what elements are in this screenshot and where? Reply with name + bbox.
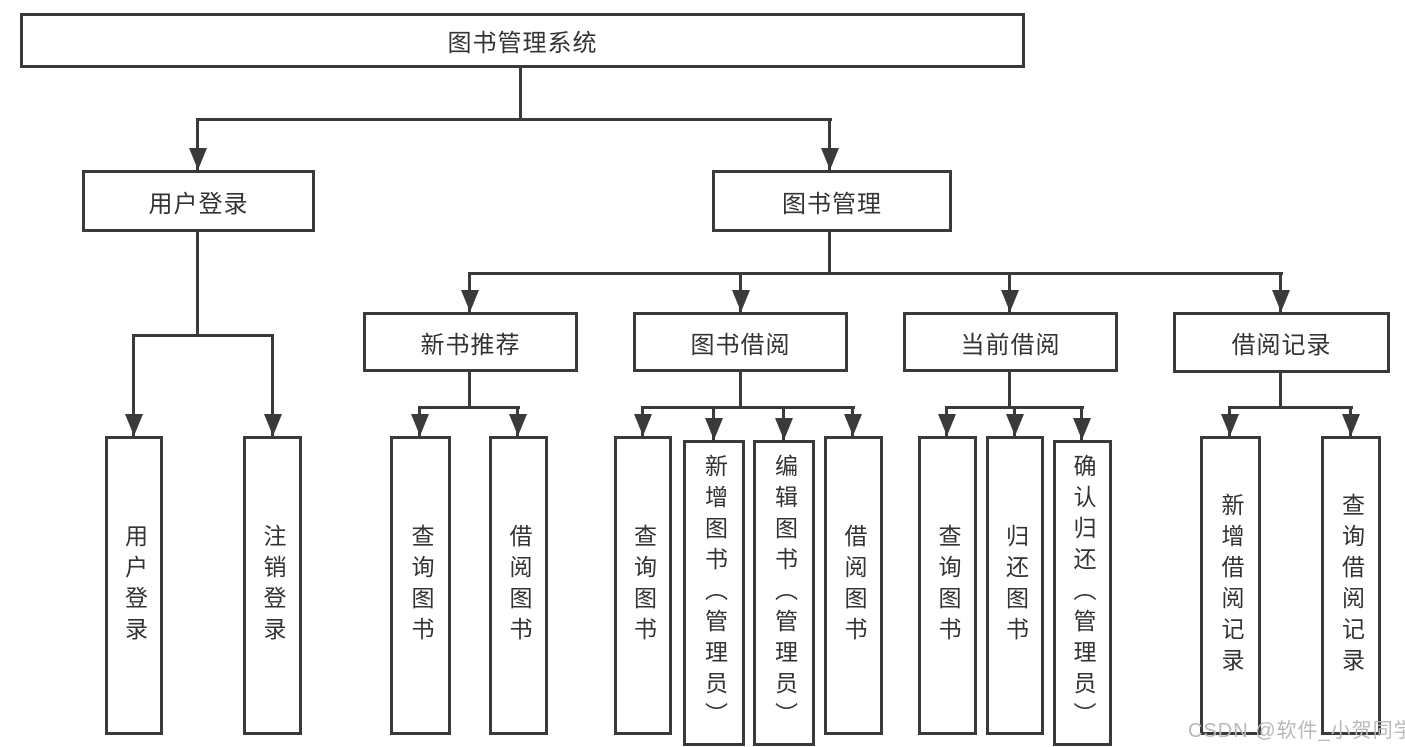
leaf-label: 借阅图书 <box>841 523 867 648</box>
leaf-edit-book-admin: 编辑图书（管理员） <box>753 440 815 746</box>
leaf-label: 确认归还（管理员） <box>1070 453 1096 733</box>
arrow-down-icon <box>938 414 956 436</box>
arrow-down-icon <box>1073 418 1091 440</box>
arrow-down-icon <box>189 148 207 170</box>
connector-line <box>468 372 471 409</box>
leaf-label: 归还图书 <box>1002 523 1029 648</box>
node-label: 用户登录 <box>148 190 249 218</box>
leaf-add-borrow-record: 新增借阅记录 <box>1200 436 1261 735</box>
node-label: 图书管理系统 <box>447 30 598 57</box>
arrow-down-icon <box>461 290 479 312</box>
arrow-down-icon <box>1221 414 1239 436</box>
arrow-down-icon <box>509 414 527 436</box>
arrow-down-icon <box>125 414 143 436</box>
node-borrow-records: 借阅记录 <box>1173 312 1390 373</box>
leaf-user-login: 用户登录 <box>105 436 163 735</box>
connector-line <box>196 232 199 337</box>
arrow-down-icon <box>1272 290 1290 312</box>
leaf-query-borrow-record: 查询借阅记录 <box>1321 436 1381 735</box>
connector-line <box>828 232 831 275</box>
leaf-label: 新增借阅记录 <box>1218 492 1244 679</box>
connector-line <box>1228 406 1353 409</box>
leaf-label: 查询图书 <box>630 523 657 648</box>
node-label: 当前借阅 <box>960 331 1061 359</box>
arrow-down-icon <box>821 148 839 170</box>
leaf-label: 用户登录 <box>121 523 148 648</box>
leaf-label: 查询图书 <box>408 523 434 648</box>
leaf-confirm-return-admin: 确认归还（管理员） <box>1053 440 1112 746</box>
connector-line <box>468 272 1283 275</box>
connector-line <box>641 406 855 409</box>
leaf-borrow-books-recommend: 借阅图书 <box>489 436 548 735</box>
arrow-down-icon <box>264 414 282 436</box>
arrow-down-icon <box>775 418 793 440</box>
arrow-down-icon <box>1006 414 1024 436</box>
leaf-label: 注销登录 <box>260 523 286 648</box>
leaf-query-books-borrow: 查询图书 <box>614 436 672 735</box>
node-label: 图书借阅 <box>690 331 791 359</box>
leaf-query-books-recommend: 查询图书 <box>390 436 451 735</box>
node-book-management: 图书管理 <box>712 170 952 232</box>
leaf-label: 查询借阅记录 <box>1338 492 1365 679</box>
leaf-label: 查询图书 <box>935 523 961 648</box>
arrow-down-icon <box>732 290 750 312</box>
connector-line <box>418 406 520 409</box>
leaf-label: 借阅图书 <box>506 523 532 648</box>
leaf-add-book-admin: 新增图书（管理员） <box>683 440 745 746</box>
leaf-borrow-books: 借阅图书 <box>824 436 883 735</box>
leaf-label: 新增图书（管理员） <box>701 453 728 733</box>
connector-line <box>271 334 274 436</box>
arrow-down-icon <box>844 414 862 436</box>
connector-line <box>1279 372 1282 409</box>
arrow-down-icon <box>634 414 652 436</box>
node-root: 图书管理系统 <box>20 13 1025 68</box>
node-label: 图书管理 <box>782 190 882 218</box>
connector-line <box>132 334 274 337</box>
node-label: 新书推荐 <box>420 331 521 359</box>
connector-line <box>196 118 199 170</box>
arrow-down-icon <box>705 418 723 440</box>
connector-line <box>196 118 832 121</box>
watermark-text: CSDN @软件_小贺同学 <box>1188 720 1405 742</box>
leaf-query-books-current: 查询图书 <box>918 436 977 735</box>
connector-line <box>132 334 135 436</box>
connector-line <box>828 118 831 170</box>
connector-line <box>739 372 742 409</box>
node-user-login: 用户登录 <box>82 170 315 232</box>
node-current-borrow: 当前借阅 <box>903 312 1118 372</box>
connector-line <box>1008 372 1011 409</box>
leaf-logout: 注销登录 <box>243 436 302 735</box>
node-new-book-recommend: 新书推荐 <box>363 312 578 372</box>
connector-line <box>519 68 522 120</box>
node-label: 借阅记录 <box>1231 332 1332 359</box>
arrow-down-icon <box>411 414 429 436</box>
arrow-down-icon <box>1342 414 1360 436</box>
arrow-down-icon <box>1001 290 1019 312</box>
leaf-label: 编辑图书（管理员） <box>771 453 798 733</box>
leaf-return-book: 归还图书 <box>986 436 1044 735</box>
node-book-borrow: 图书借阅 <box>633 312 848 372</box>
